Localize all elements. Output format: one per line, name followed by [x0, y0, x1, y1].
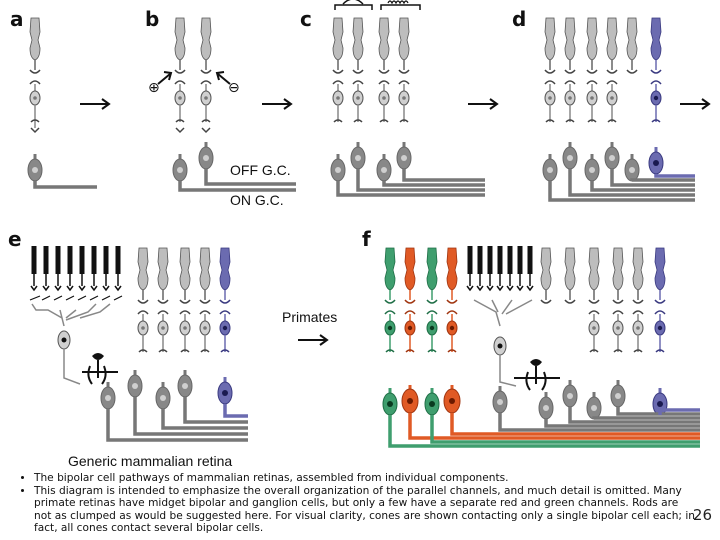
blue-cone: [650, 17, 662, 74]
panel-a: [26, 17, 97, 189]
panel-f: [381, 245, 700, 448]
panel-b-label: b: [145, 7, 159, 31]
generic-retina-label: Generic mammalian retina: [68, 453, 232, 469]
arrow-icon: [467, 98, 498, 110]
inhibitory-sign: ⊖: [228, 80, 240, 96]
panel-e-label: e: [8, 227, 22, 251]
panel-b: ⊕ ⊖ OFF G.C. ON G.C.: [148, 17, 296, 208]
primates-label: Primates: [282, 309, 337, 325]
blue-bipolar-cell: [650, 80, 662, 123]
panel-c: [329, 0, 485, 197]
red-ganglion-cell: [400, 383, 420, 415]
panel-c-label: c: [300, 7, 312, 31]
arrow-icon: [679, 98, 710, 110]
arrow-icon: [79, 98, 110, 110]
blue-ganglion-cell: [647, 145, 665, 176]
panel-d: [541, 17, 695, 202]
on-gc-label: ON G.C.: [230, 192, 284, 208]
panel-a-label: a: [10, 7, 24, 31]
caption-bullet: This diagram is intended to emphasize th…: [34, 485, 698, 535]
ganglion-cell: [26, 152, 44, 183]
panel-e: Generic mammalian retina: [29, 245, 248, 469]
panel-d-label: d: [512, 7, 526, 31]
arrow-icon: [261, 98, 292, 110]
excitatory-sign: ⊕: [148, 80, 160, 96]
off-gc-label: OFF G.C.: [230, 162, 291, 178]
green-ganglion-cell: [381, 386, 399, 417]
retina-pathway-diagram: a b c d e f ⊕ ⊖ OFF G.C. ON G.C.: [8, 0, 710, 469]
bipolar-cell: [29, 80, 41, 123]
cone-photoreceptor: [29, 17, 41, 74]
arrow-icon: [297, 334, 328, 346]
slide-number: 26: [692, 506, 712, 524]
caption: The bipolar cell pathways of mammalian r…: [8, 472, 698, 535]
rod-photoreceptor: [30, 245, 38, 291]
panel-f-label: f: [362, 227, 371, 251]
caption-bullet: The bipolar cell pathways of mammalian r…: [34, 472, 698, 485]
